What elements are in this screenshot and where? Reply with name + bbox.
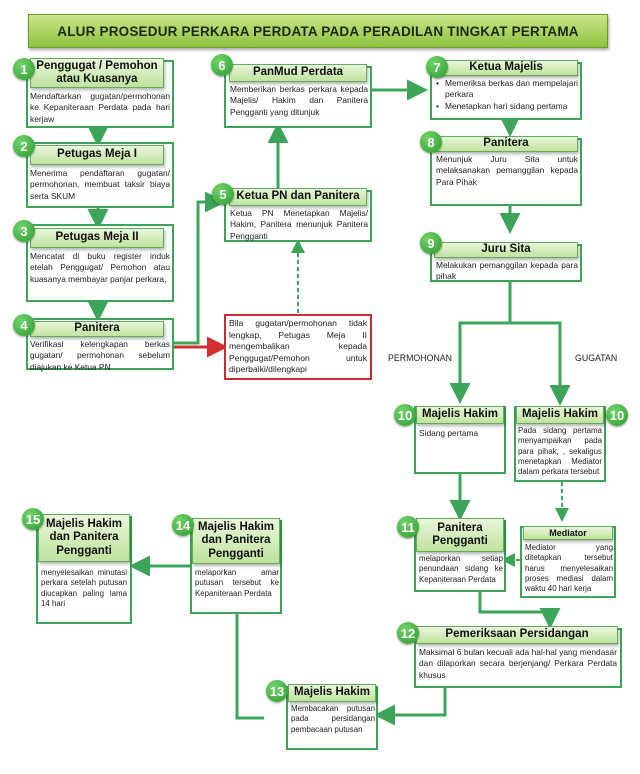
step-12-header: Pemeriksaan Persidangan bbox=[416, 626, 618, 644]
step-9-text: Melakukan pemanggilan kepada para pihak bbox=[436, 260, 578, 282]
step-12-text: Maksimal 6 bulan kecuali ada hal-hal yan… bbox=[419, 647, 617, 680]
step-1-text: Mendaftarkan gugatan/permohonan ke Kepan… bbox=[30, 91, 170, 124]
step-14-header: Majelis Hakim dan Panitera Pengganti bbox=[192, 518, 280, 564]
step-5-text: Ketua PN Menetapkan Majelis/ Hakim, Pani… bbox=[230, 208, 368, 241]
step-2-header: Petugas Meja I bbox=[30, 145, 164, 165]
step-5-header: Ketua PN dan Panitera bbox=[229, 188, 367, 206]
step-10a-badge: 10 bbox=[394, 404, 416, 426]
step-9-badge: 9 bbox=[420, 232, 442, 254]
step-8-header: Panitera bbox=[434, 136, 578, 152]
step-4-text: Verifikasi kelengkapan berkas gugatan/ p… bbox=[30, 339, 170, 372]
step-10b-header: Majelis Hakim bbox=[516, 406, 604, 424]
step-10a-header: Majelis Hakim bbox=[416, 406, 504, 424]
mediator-text: Mediator yang ditetapkan tersebut harus … bbox=[525, 543, 613, 594]
step-10b-badge: 10 bbox=[606, 404, 628, 426]
step-6-text: Memberikan berkas perkara kepada Majelis… bbox=[230, 84, 368, 117]
step-10a-text: Sidang pertama bbox=[419, 428, 479, 438]
step-9-header: Juru Sita bbox=[434, 242, 578, 258]
step-8-badge: 8 bbox=[420, 131, 442, 153]
step-13-text: Membacakan putusan pada persidangan pemb… bbox=[291, 704, 375, 734]
arrow-9-to-10b bbox=[510, 321, 571, 406]
step-12-badge: 12 bbox=[397, 622, 419, 644]
step-6-badge: 6 bbox=[211, 54, 233, 76]
step-11-text: melaporkan setiap penundaan sidang ke Ke… bbox=[419, 554, 503, 584]
step-7-bullet-1: •Memeriksa berkas dan mempelajari perkar… bbox=[436, 78, 578, 99]
step-8-text: Menunjuk Juru Sita untuk melaksanakan pe… bbox=[436, 154, 578, 187]
arrow-4-to-5 bbox=[170, 191, 226, 345]
step-7-badge: 7 bbox=[426, 56, 448, 78]
step-6-header: PanMud Perdata bbox=[229, 64, 367, 82]
step-15-header: Majelis Hakim dan Panitera Pengganti bbox=[38, 514, 130, 562]
step-11-badge: 11 bbox=[397, 516, 419, 538]
step-14-badge: 14 bbox=[172, 514, 194, 536]
incomplete-note-text: Bila gugatan/permohonan tidak lengkap, P… bbox=[229, 318, 367, 375]
step-13-header: Majelis Hakim bbox=[288, 684, 376, 702]
step-10b-text: Pada sidang pertama menyampaikan pada pa… bbox=[518, 426, 602, 477]
step-13-badge: 13 bbox=[266, 680, 288, 702]
step-2-text: Menerima pendaftaran gugatan/ permohonan… bbox=[30, 168, 170, 201]
step-1-badge: 1 bbox=[13, 58, 35, 80]
step-14-text: melaporkan amar putusan tersebut ke Kepa… bbox=[195, 568, 279, 598]
step-15-text: menyelesaikan minutasi perkara setelah p… bbox=[41, 568, 127, 608]
step-3-header: Petugas Meja II bbox=[30, 228, 164, 248]
arrow-12-to-13 bbox=[374, 688, 447, 726]
step-3-badge: 3 bbox=[13, 220, 35, 242]
mediator-header: Mediator bbox=[523, 526, 613, 540]
step-4-badge: 4 bbox=[13, 314, 35, 336]
step-11-header: Panitera Pengganti bbox=[416, 518, 504, 552]
arrow-13-to-14 bbox=[226, 573, 264, 720]
branch-label-permohonan: PERMOHONAN bbox=[388, 353, 453, 363]
step-2-badge: 2 bbox=[13, 135, 35, 157]
branch-label-gugatan: GUGATAN bbox=[575, 353, 618, 363]
incomplete-note-box bbox=[224, 314, 372, 380]
step-7-header: Ketua Majelis bbox=[434, 60, 578, 76]
bullet-dot-icon: • bbox=[436, 78, 439, 88]
step-4-header: Panitera bbox=[30, 321, 164, 337]
arrow-11-to-12 bbox=[478, 592, 561, 629]
step-7-bullet-2: •Menetapkan hari sidang pertama bbox=[436, 101, 568, 111]
step-15-badge: 15 bbox=[22, 508, 44, 530]
step-5-badge: 5 bbox=[212, 183, 234, 205]
arrow-9-to-10a bbox=[449, 282, 512, 404]
diagram-title: ALUR PROSEDUR PERKARA PERDATA PADA PERAD… bbox=[28, 14, 608, 48]
step-3-text: Mencatat di buku register induk etelah P… bbox=[30, 251, 170, 284]
step-7-bullets: •Memeriksa berkas dan mempelajari perkar… bbox=[436, 78, 578, 112]
bullet-dot-icon: • bbox=[436, 101, 439, 111]
step-1-header: Penggugat / Pemohon atau Kuasanya bbox=[30, 58, 164, 88]
